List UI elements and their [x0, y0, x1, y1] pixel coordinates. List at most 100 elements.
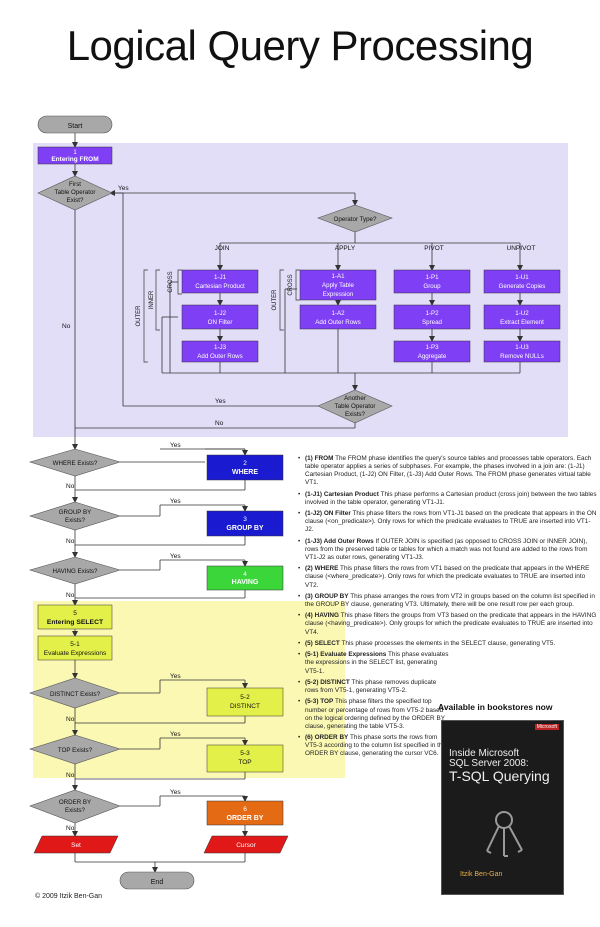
select-number: 5 [73, 610, 77, 617]
no-another: No [215, 420, 224, 427]
having-number: 4 [243, 571, 247, 578]
note-item: (5-1) Evaluate Expressions This phase ev… [298, 651, 450, 675]
where-label: WHERE [232, 469, 258, 476]
note-text: If OUTER JOIN is specified (as opposed t… [305, 537, 588, 561]
note-item: (5-2) DISTINCT This phase removes duplic… [298, 679, 450, 695]
unpivot-label: UNPIVOT [507, 245, 536, 252]
end-label: End [151, 879, 164, 886]
u2-box [483, 304, 561, 330]
a2-box [299, 304, 377, 330]
note-text: The FROM phase identifies the query's so… [305, 455, 592, 487]
a2-label: Add Outer Rows [315, 319, 360, 326]
orderby-decision [29, 789, 121, 824]
having-label: HAVING [232, 579, 259, 586]
select-label: Entering SELECT [47, 619, 104, 626]
yes-distinct: Yes [170, 673, 181, 680]
orderby-label: ORDER BY [227, 815, 264, 822]
book-title-line1: Inside Microsoft [449, 748, 520, 759]
cross-label-join: CROSS [168, 271, 174, 292]
note-item: (5) SELECT This phase processes the elem… [298, 640, 598, 648]
first-table-q2: Table Operator [55, 189, 96, 196]
s3-box [206, 744, 284, 773]
pivot-label: PIVOT [424, 245, 444, 252]
note-term: (5-1) Evaluate Expressions [305, 651, 387, 659]
p3-box [393, 340, 471, 363]
groupby-label: GROUP BY [226, 525, 264, 532]
u1-num: 1-U1 [515, 274, 529, 281]
note-text: This phase filters the rows from VT1 bas… [305, 565, 590, 589]
note-term: (4) HAVING [305, 612, 339, 620]
note-item: (1-J2) ON Filter This phase filters the … [298, 510, 598, 534]
u2-num: 1-U2 [515, 310, 529, 317]
top-question: TOP Exists? [58, 747, 93, 754]
no-distinct: No [66, 716, 75, 723]
s3-label: TOP [238, 759, 251, 766]
a1-num: 1-A1 [331, 273, 345, 280]
another-q2: Table Operator [335, 403, 376, 410]
groupby-decision [28, 501, 122, 531]
note-text: This phase evaluates the expressions in … [305, 651, 449, 675]
u3-num: 1-U3 [515, 344, 529, 351]
book-cover[interactable]: Microsoft Inside Microsoft SQL Server 20… [441, 720, 564, 895]
a1-box [299, 269, 377, 301]
note-text: This phase sorts the rows from VT5-3 acc… [305, 734, 447, 758]
where-decision [28, 448, 122, 477]
groupby-q1: GROUP BY [59, 509, 92, 516]
another-q3: Exists? [345, 411, 366, 418]
outer-label-apply: OUTER [272, 289, 278, 311]
s3-number: 5-3 [240, 750, 250, 757]
no-top: No [66, 772, 75, 779]
p1-box [393, 269, 471, 294]
yes-having: Yes [170, 553, 181, 560]
orderby-number: 6 [243, 806, 247, 813]
having-question: HAVING Exists? [53, 568, 98, 575]
orderby-q1: ORDER BY [59, 799, 91, 806]
p3-label: Aggregate [418, 353, 447, 360]
note-item: (6) ORDER BY This phase sorts the rows f… [298, 734, 450, 758]
u2-label: Extract Element [500, 319, 544, 326]
yes-top: Yes [170, 731, 181, 738]
start-label: Start [68, 123, 83, 130]
note-item: (3) GROUP BY This phase arranges the row… [298, 593, 598, 609]
outer-label-join: OUTER [136, 305, 142, 327]
operator-type-decision [317, 204, 393, 233]
where-question: WHERE Exists? [53, 460, 98, 467]
a2-num: 1-A2 [331, 310, 345, 317]
where-box [206, 454, 284, 481]
from-number: 1 [73, 150, 77, 156]
note-term: (1-J1) Cartesian Product [305, 490, 379, 498]
p1-label: Group [423, 283, 441, 290]
first-table-q1: First [69, 181, 81, 188]
j3-num: 1-J3 [214, 344, 227, 351]
no-having: No [66, 592, 75, 599]
s1-number: 5-1 [70, 641, 80, 648]
note-text: This phase processes the elements in the… [341, 639, 556, 647]
apply-label: APPLY [335, 245, 356, 252]
book-title-line2: SQL Server 2008: [449, 758, 529, 769]
j3-label: Add Outer Rows [197, 353, 242, 360]
page-title: Logical Query Processing [66, 22, 534, 69]
note-text: This phase filters the rows from VT1-J1 … [305, 510, 597, 534]
another-table-decision [317, 389, 393, 424]
from-box [37, 146, 113, 165]
u1-box [483, 269, 561, 294]
j2-label: ON Filter [208, 319, 233, 326]
yes-another: Yes [215, 398, 226, 405]
operator-type-label: Operator Type? [334, 216, 377, 223]
groupby-number: 3 [243, 516, 247, 523]
note-term: (5) SELECT [305, 639, 340, 647]
set-output [33, 835, 119, 854]
end-node [119, 871, 195, 890]
distinct-decision [29, 677, 121, 709]
note-item: (1) FROM The FROM phase identifies the q… [298, 455, 598, 487]
orderby-box [206, 800, 284, 826]
p3-num: 1-P3 [425, 344, 439, 351]
having-box [206, 565, 284, 591]
book-title: Inside Microsoft SQL Server 2008: T-SQL … [449, 749, 561, 784]
note-text: This phase filters the groups from VT3 b… [305, 612, 597, 636]
s2-number: 5-2 [240, 694, 250, 701]
note-term: (1-J2) ON Filter [305, 510, 351, 518]
groupby-box [206, 510, 284, 537]
set-label: Set [71, 842, 81, 849]
a1-label1: Apply Table [322, 282, 354, 289]
